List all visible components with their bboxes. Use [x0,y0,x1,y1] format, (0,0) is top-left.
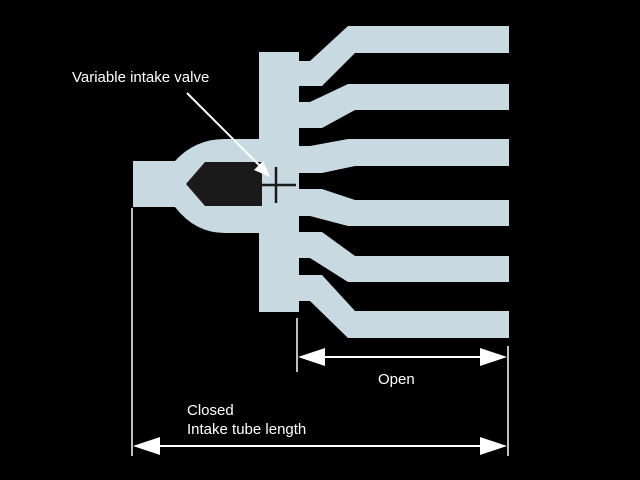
extension-lines [131,208,509,456]
runner-3 [297,139,509,173]
valve-pivot-cross [258,167,296,203]
runner-2 [297,84,509,128]
valve-pointer-arrow [186,92,270,177]
variable-intake-valve-label: Variable intake valve [72,69,210,86]
open-label: Open [378,371,415,388]
runner-6 [297,275,509,338]
runner-4 [297,189,509,226]
closed-label-block: Closed Intake tube length [187,401,306,439]
open-length-arrow [298,348,507,366]
closed-length-arrow [133,437,507,455]
plenum [259,52,299,312]
intake-tube-length-label: Intake tube length [187,421,307,438]
runner-5 [297,232,509,282]
valve-body [186,162,262,206]
runner-1 [297,26,509,86]
closed-label: Closed [187,402,234,419]
